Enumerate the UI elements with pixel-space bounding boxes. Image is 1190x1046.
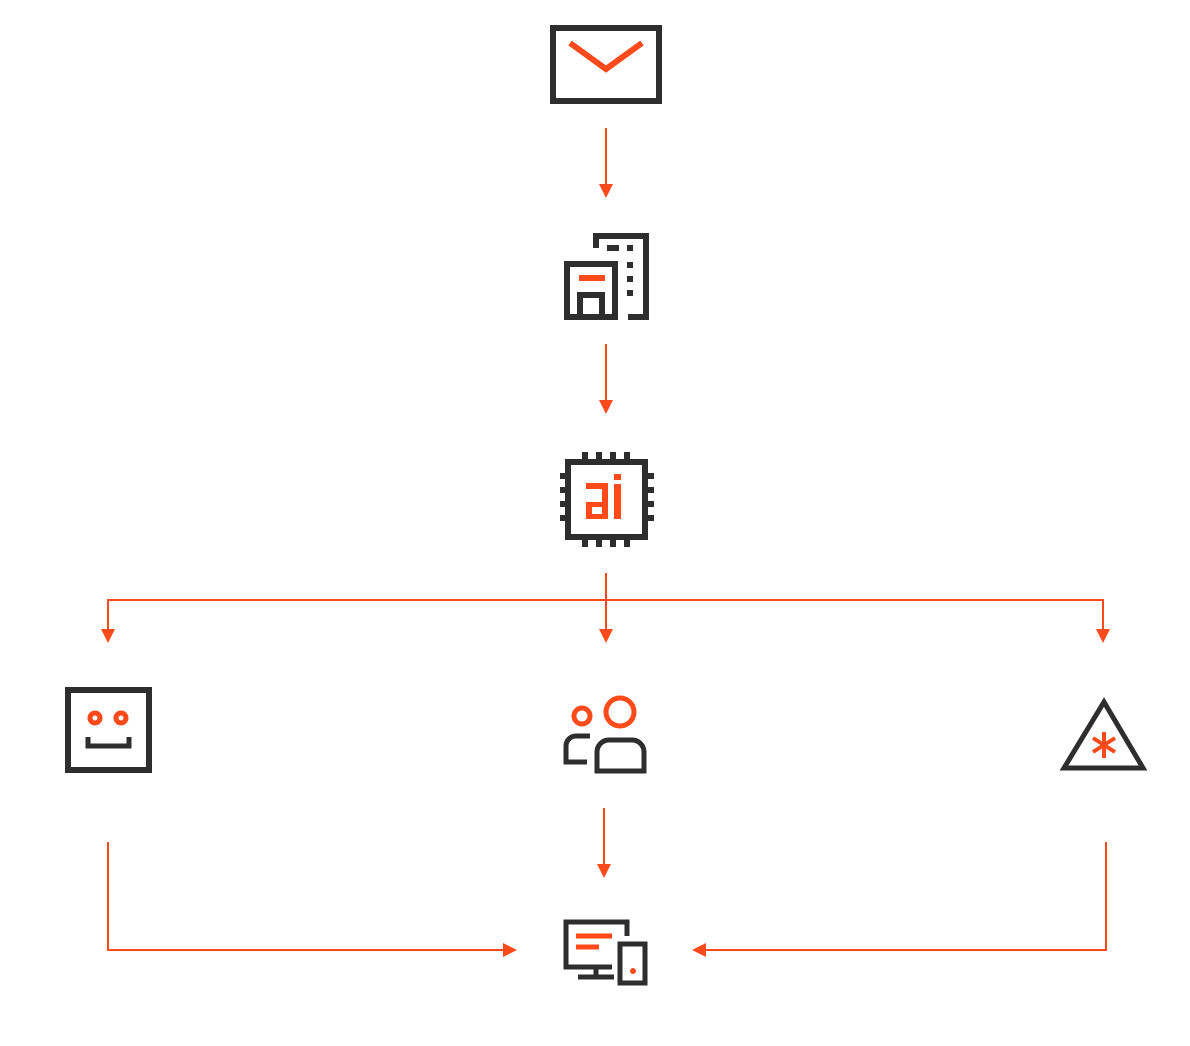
building-icon	[564, 233, 649, 320]
arrow-ai-branch	[101, 573, 1110, 643]
arrow-alert-to-devices	[692, 842, 1107, 957]
arrow-people-to-devices	[597, 808, 611, 878]
ai-chip-icon	[560, 452, 654, 547]
devices-icon	[563, 919, 648, 986]
warning-triangle-icon	[1059, 697, 1148, 771]
arrow-bot-to-devices	[107, 842, 517, 957]
robot-face-icon	[65, 687, 152, 773]
arrow-email-to-organization	[599, 128, 613, 198]
envelope-icon	[550, 25, 662, 104]
users-icon	[563, 695, 647, 774]
arrow-organization-to-ai	[599, 344, 613, 414]
